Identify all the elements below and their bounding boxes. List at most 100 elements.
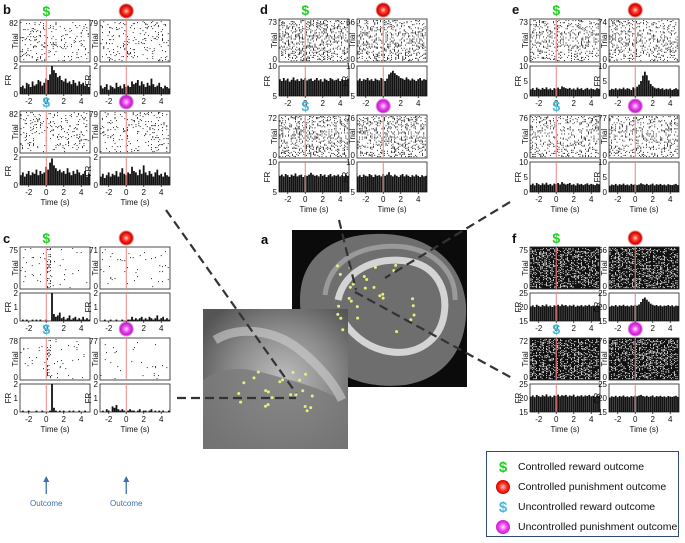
fr-bar bbox=[140, 81, 143, 94]
fr-bar bbox=[665, 88, 668, 96]
electrode-contact bbox=[294, 393, 298, 397]
fr-bar bbox=[129, 173, 131, 185]
raster-frame bbox=[19, 337, 91, 381]
panel-e: e$730Trial0510FR-2024740Trial0510FR-2024… bbox=[512, 2, 680, 214]
fr-bar bbox=[279, 175, 281, 192]
fr-bar bbox=[335, 79, 338, 96]
x-tick-label: -2 bbox=[535, 415, 543, 424]
fr-bar bbox=[576, 183, 579, 192]
fr-bar bbox=[578, 396, 581, 412]
trial-count-label: 66 bbox=[346, 18, 355, 27]
fr-bar bbox=[378, 175, 381, 192]
fr-bar bbox=[401, 174, 404, 192]
fr-bar bbox=[111, 406, 114, 412]
x-tick-label: 2 bbox=[142, 415, 147, 424]
fr-bar bbox=[168, 176, 170, 185]
fr-tick-label: 25 bbox=[519, 289, 528, 298]
fr-bar bbox=[624, 396, 627, 412]
electrode-contacts-coronal bbox=[237, 370, 314, 413]
fr-bar bbox=[653, 397, 656, 412]
fr-bar bbox=[632, 87, 635, 96]
raster-spikes bbox=[530, 248, 599, 289]
fr-bar bbox=[310, 78, 312, 96]
fr-bar bbox=[66, 168, 69, 185]
fr-bar bbox=[121, 319, 124, 321]
fr-bar bbox=[618, 396, 621, 412]
raster-plot bbox=[608, 18, 680, 63]
fr-bar bbox=[41, 410, 44, 412]
trial-axis-zero: 0 bbox=[524, 282, 529, 291]
fr-bar bbox=[347, 78, 349, 96]
fr-bar bbox=[578, 89, 581, 96]
magenta-dot-icon bbox=[375, 98, 392, 114]
fr-bar bbox=[669, 88, 672, 96]
corpus-callosum bbox=[334, 256, 449, 356]
fr-bar bbox=[561, 395, 563, 412]
fr-bar bbox=[376, 79, 379, 96]
raster-plot bbox=[19, 110, 91, 154]
fr-bar bbox=[288, 177, 291, 192]
fr-tick-label: 15 bbox=[519, 408, 528, 417]
trial-axis-zero: 0 bbox=[273, 55, 278, 64]
fr-bar bbox=[421, 80, 423, 96]
fr-histogram bbox=[99, 292, 171, 322]
panel-label-a: a bbox=[261, 232, 269, 247]
fr-bar bbox=[150, 318, 153, 321]
fr-bar bbox=[72, 410, 75, 412]
fr-bar bbox=[370, 79, 373, 96]
fr-bar bbox=[55, 73, 57, 94]
fr-bar bbox=[321, 175, 324, 192]
fr-bar bbox=[626, 305, 629, 321]
raster-plot bbox=[529, 18, 601, 63]
fr-bar bbox=[547, 306, 550, 321]
fr-bar bbox=[113, 175, 116, 185]
fr-bar bbox=[376, 175, 379, 192]
fr-bar bbox=[549, 183, 552, 192]
magenta-dot-icon bbox=[118, 321, 135, 337]
fr-bar bbox=[543, 396, 546, 412]
fr-histogram bbox=[356, 161, 428, 193]
fr-bar bbox=[357, 80, 359, 96]
fr-bar bbox=[329, 78, 332, 96]
fr-bar bbox=[596, 395, 598, 412]
fr-bar bbox=[551, 307, 554, 321]
fr-bar bbox=[663, 305, 666, 321]
fr-tick-label: 2 bbox=[94, 380, 99, 389]
connector-e bbox=[384, 201, 511, 279]
fr-bar bbox=[667, 396, 670, 412]
fr-tick-label: 5 bbox=[351, 92, 356, 101]
x-tick-label: 0 bbox=[44, 415, 49, 424]
fr-bar bbox=[612, 89, 615, 96]
fr-bar bbox=[392, 176, 394, 192]
fr-bar bbox=[78, 81, 81, 94]
trial-axis-zero: 0 bbox=[14, 282, 19, 291]
fr-bar bbox=[84, 85, 86, 94]
fr-tick-label: 5 bbox=[603, 77, 608, 86]
fr-bar bbox=[25, 82, 28, 94]
fr-bar bbox=[284, 174, 287, 192]
fr-tick-label: 0 bbox=[14, 181, 19, 190]
fr-bar bbox=[146, 175, 149, 185]
fr-histogram bbox=[19, 65, 91, 95]
fr-bar bbox=[566, 183, 569, 192]
raster-frame bbox=[99, 246, 171, 290]
legend-box: $ Controlled reward outcome Controlled p… bbox=[486, 451, 679, 537]
raster-plot bbox=[356, 114, 428, 159]
x-tick-label: -2 bbox=[535, 99, 543, 108]
raster-spikes bbox=[530, 20, 599, 62]
fr-bar bbox=[580, 88, 583, 96]
fr-bar bbox=[647, 80, 650, 96]
electrode-contact bbox=[237, 391, 241, 395]
fr-axis-label: FR bbox=[514, 171, 523, 182]
fr-bar bbox=[292, 77, 295, 96]
trial-axis-label: Trial bbox=[521, 33, 530, 48]
fr-bar bbox=[620, 89, 623, 96]
fr-bar bbox=[111, 173, 114, 185]
x-tick-label: -2 bbox=[614, 99, 622, 108]
fr-bar bbox=[640, 183, 642, 192]
fr-bar bbox=[649, 396, 652, 412]
trial-count-label: 76 bbox=[346, 114, 355, 123]
fr-bar bbox=[82, 173, 85, 185]
fr-tick-label: 2 bbox=[94, 153, 99, 162]
fr-bar bbox=[661, 306, 664, 321]
